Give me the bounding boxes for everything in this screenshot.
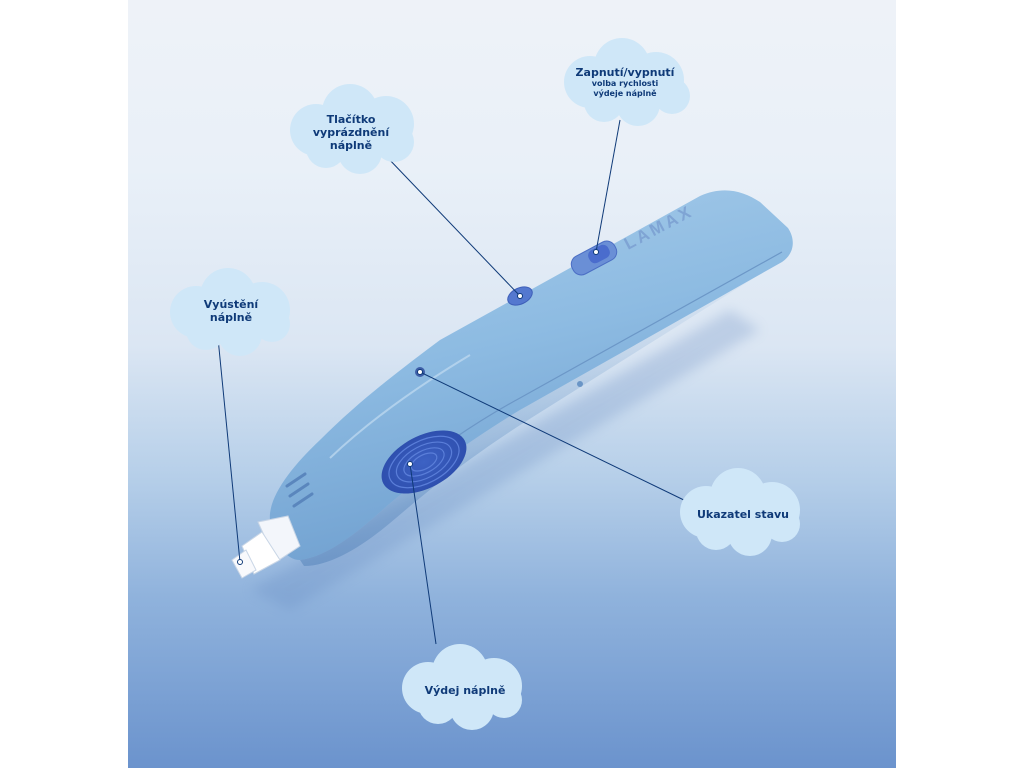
power-switch [570, 240, 618, 276]
screw-dot [577, 381, 583, 387]
callout-dispense: Výdej náplně [410, 684, 520, 697]
callout-power-line1: volba rychlosti [591, 79, 659, 88]
callout-power-title: Zapnutí/vypnutí [575, 66, 675, 79]
callout-eject-line2: vyprázdnění [312, 126, 390, 139]
callout-nozzle-line1: Vyústění [203, 298, 259, 311]
pen-shadow [250, 310, 760, 610]
callout-power: Zapnutí/vypnutí volba rychlosti výdeje n… [570, 66, 680, 99]
vent-slots [285, 472, 314, 508]
callout-eject-line1: Tlačítko [326, 113, 376, 126]
leader-endpoints [237, 249, 599, 565]
leader-nozzle [217, 337, 241, 563]
leader-power [595, 119, 621, 253]
cloud-eject [290, 84, 414, 174]
leader-lines [217, 119, 689, 645]
dispense-button [381, 430, 467, 494]
cloud-nozzle [170, 268, 290, 356]
leader-eject [385, 155, 521, 297]
callout-status: Ukazatel stavu [688, 508, 798, 521]
callout-dispense-label: Výdej náplně [424, 684, 506, 697]
callout-status-label: Ukazatel stavu [696, 508, 790, 521]
callout-power-line2: výdeje náplně [593, 89, 657, 98]
callout-eject-line3: náplně [329, 139, 373, 152]
cloud-power [564, 38, 690, 126]
cloud-status [680, 468, 800, 556]
cloud-dispense [402, 644, 522, 730]
callout-eject: Tlačítko vyprázdnění náplně [296, 113, 406, 152]
leader-dispense [409, 463, 437, 645]
callout-nozzle: Vyústění náplně [176, 298, 286, 324]
leader-status [419, 371, 689, 503]
callout-nozzle-line2: náplně [209, 311, 253, 324]
nozzle [231, 515, 301, 579]
